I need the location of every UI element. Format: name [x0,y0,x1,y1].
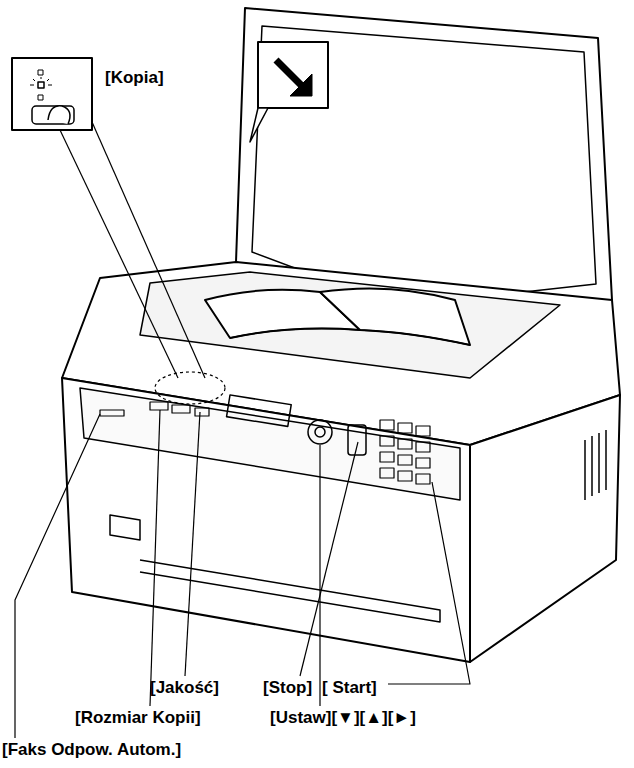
part-label: [Faks Odpow. Autom.] [2,740,181,760]
part-label: [Ustaw][▼][▲][►] [270,708,416,728]
arrow-inset [258,42,328,108]
document-page [320,288,470,345]
lid-pad [252,26,596,306]
part-label: [Kopia] [105,68,164,88]
control-panel [80,388,460,500]
direction-arrowhead [290,74,312,96]
scanner-glass [140,272,560,378]
inset-box [12,58,92,130]
part-label: [ Start] [322,678,377,698]
start-key [348,425,366,455]
document-edge [230,329,470,345]
finger [48,106,70,124]
copy-button [32,106,74,124]
leader-lines [15,410,470,738]
part-label: [Jakość] [150,678,219,698]
keypad [380,420,430,484]
inset-leader [92,122,205,378]
part-label: [Stop] [263,678,312,698]
side-vents [585,430,606,500]
led-rays [30,77,52,85]
paper-slot [110,515,140,540]
led [38,70,43,75]
output-tray [140,560,440,622]
body-side [470,395,620,662]
led [38,95,43,100]
nav-key [308,420,332,444]
highlight-area [155,372,225,404]
set-key [315,427,325,437]
body-front [62,378,470,662]
inset-leader [60,130,178,378]
display [227,395,292,426]
arrow-inset-pointer [250,108,268,142]
part-label: [Rozmiar Kopii] [75,708,201,728]
led-lit [38,82,44,88]
